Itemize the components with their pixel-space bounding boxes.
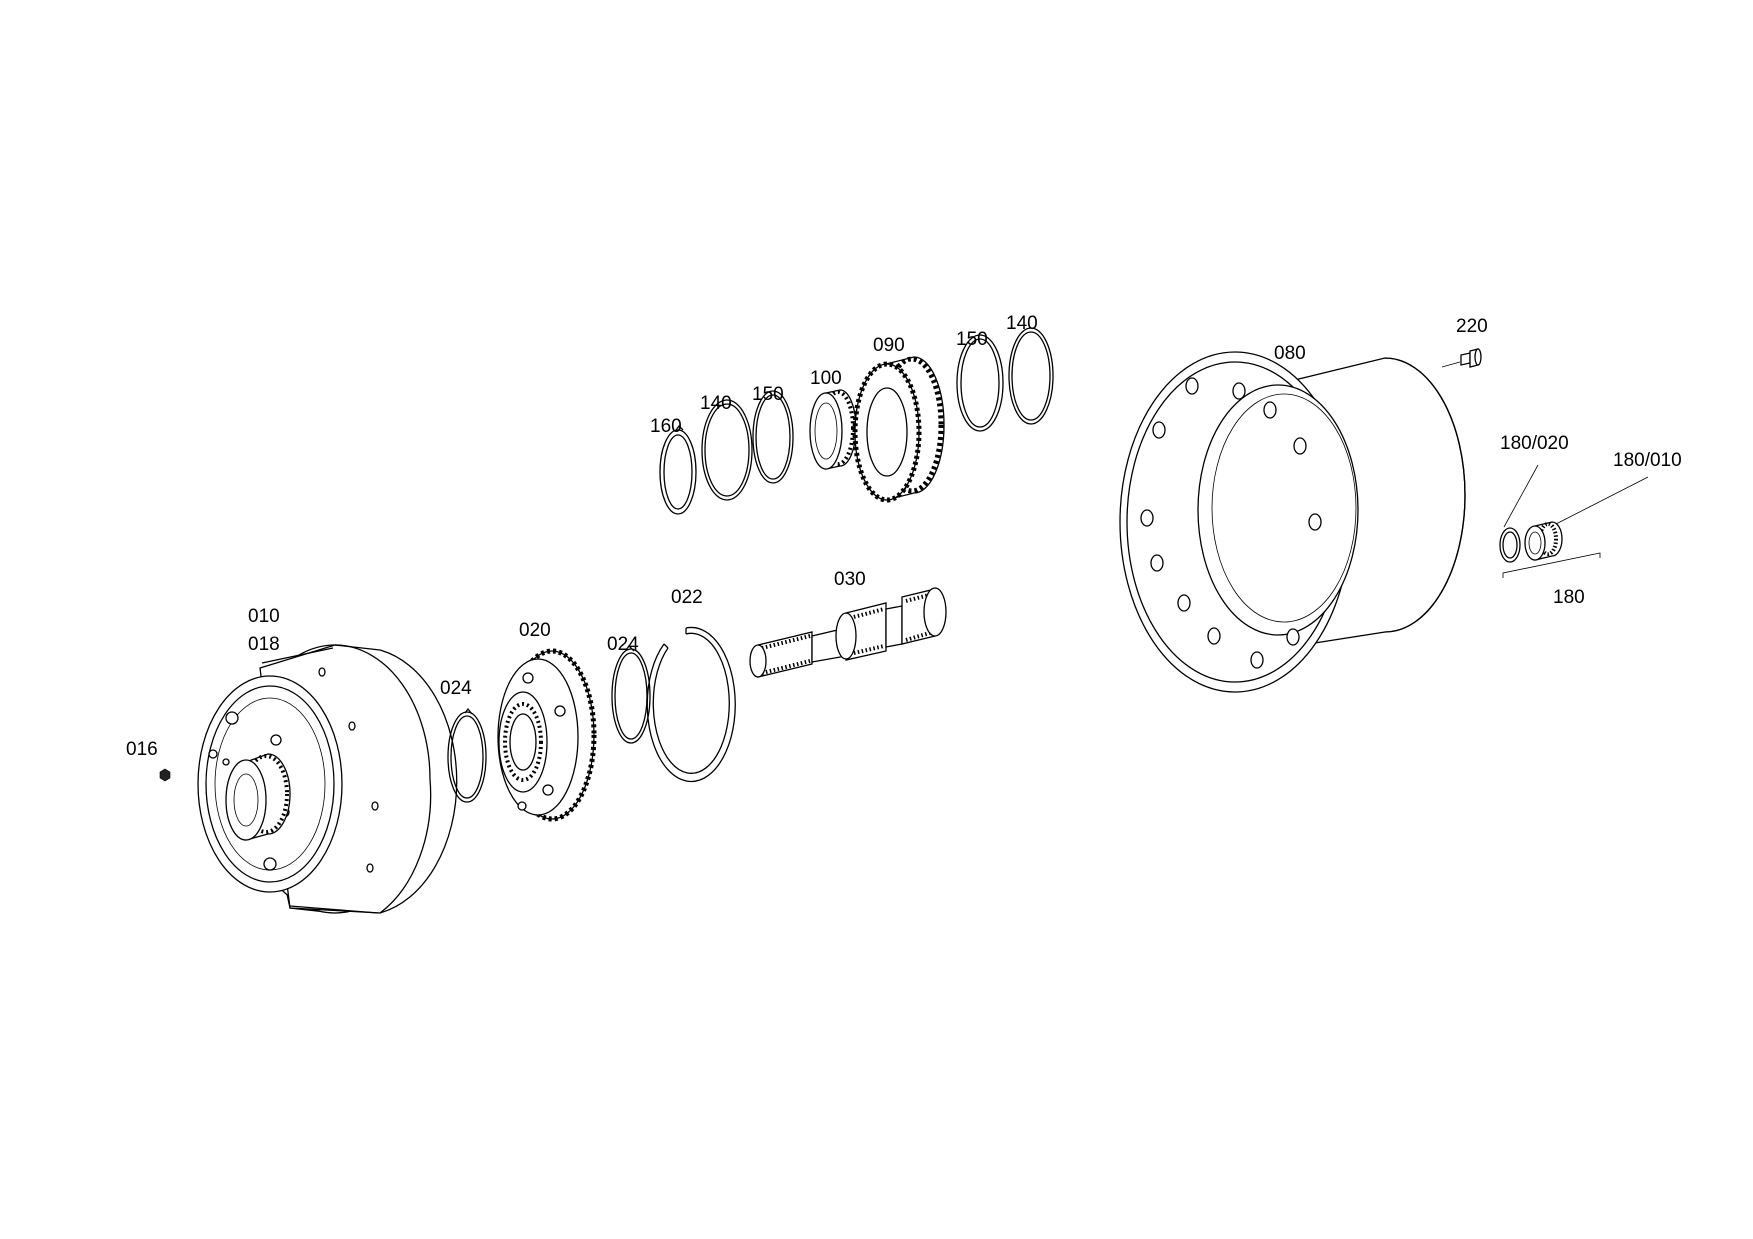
part-140-ring-left[interactable] (701, 399, 753, 501)
part-090-planet-gear[interactable] (852, 356, 945, 503)
label-030: 030 (834, 569, 866, 590)
part-080-hub-housing[interactable] (1119, 351, 1466, 693)
part-180-020-seal-ring[interactable] (1499, 527, 1521, 563)
label-100: 100 (810, 368, 842, 389)
label-016: 016 (126, 739, 158, 760)
label-160: 160 (650, 416, 682, 437)
label-024-right: 024 (607, 634, 639, 655)
part-220-screw[interactable] (1460, 348, 1482, 368)
label-010: 010 (248, 606, 280, 627)
label-180-020: 180/020 (1500, 433, 1569, 454)
part-022-snap-ring[interactable] (646, 626, 736, 783)
part-labels: 016 010 018 024 020 024 022 030 160 140 … (126, 313, 1682, 760)
part-030-shaft[interactable] (749, 587, 947, 678)
part-150-shim-left[interactable] (752, 390, 794, 484)
label-018: 018 (248, 634, 280, 655)
part-140-ring-right[interactable] (1008, 327, 1054, 425)
part-150-shim-right[interactable] (956, 334, 1004, 432)
label-150-right: 150 (956, 329, 988, 350)
leader-lines (1441, 361, 1649, 578)
label-020: 020 (519, 620, 551, 641)
part-024-circlip-left[interactable] (447, 707, 487, 803)
part-010-carrier-housing[interactable] (197, 644, 458, 914)
part-180-010-screw-plug[interactable] (1524, 521, 1563, 561)
label-220: 220 (1456, 316, 1488, 337)
label-180-010: 180/010 (1613, 450, 1682, 471)
part-100-bearing[interactable] (809, 389, 857, 470)
label-022: 022 (671, 587, 703, 608)
label-180: 180 (1553, 587, 1585, 608)
label-090: 090 (873, 335, 905, 356)
part-024-circlip-right[interactable] (611, 645, 651, 744)
label-150-left: 150 (752, 384, 784, 405)
part-160-circlip[interactable] (659, 425, 697, 515)
label-140-left: 140 (700, 393, 732, 414)
part-020-gear[interactable] (497, 648, 597, 822)
label-024-left: 024 (440, 678, 472, 699)
label-080: 080 (1274, 343, 1306, 364)
part-016[interactable] (159, 768, 171, 782)
label-140-right: 140 (1006, 313, 1038, 334)
